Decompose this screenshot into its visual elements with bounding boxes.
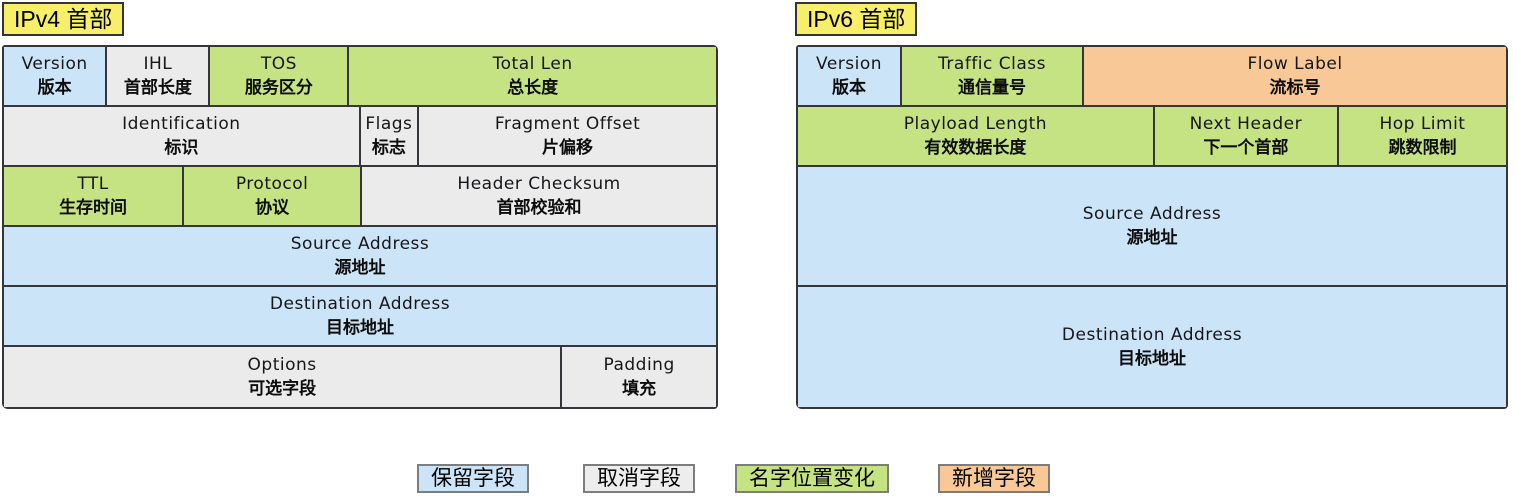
field-name-en: Source Address	[290, 234, 430, 254]
ipv4-cell-padding: Padding 填充	[562, 347, 716, 407]
ipv4-cell-version: Version 版本	[4, 47, 108, 107]
ipv6-cell-hop-limit: Hop Limit 跳数限制	[1338, 107, 1506, 167]
field-name-en: TTL	[77, 174, 109, 194]
field-name-en: Source Address	[1082, 204, 1222, 224]
ipv4-row-4: Source Address 源地址	[4, 227, 716, 287]
field-name-en: Protocol	[235, 174, 309, 194]
field-name-zh: 源地址	[334, 258, 386, 278]
legend-item-new-fields: 新增字段	[938, 464, 1050, 493]
ipv4-row-1: Version 版本 IHL 首部长度 TOS 服务区分 Total Len 总…	[4, 47, 716, 107]
field-name-en: Hop Limit	[1379, 114, 1466, 134]
field-name-en: Padding	[603, 355, 675, 375]
field-name-en: Identification	[122, 114, 241, 134]
field-name-en: Flow Label	[1247, 54, 1343, 74]
field-name-en: Traffic Class	[938, 54, 1047, 74]
field-name-en: TOS	[260, 54, 297, 74]
field-name-en: Options	[247, 355, 317, 375]
ipv4-row-6: Options 可选字段 Padding 填充	[4, 347, 716, 407]
ipv6-row-3: Source Address 源地址	[798, 167, 1506, 287]
field-name-en: Flags	[365, 114, 413, 134]
field-name-en: Playload Length	[903, 114, 1048, 134]
field-name-en: Version	[816, 54, 883, 74]
field-name-zh: 可选字段	[248, 379, 317, 399]
field-name-zh: 生存时间	[59, 198, 128, 218]
ipv4-cell-options: Options 可选字段	[4, 347, 563, 407]
field-name-en: Version	[21, 54, 88, 74]
ipv4-header-diagram: Version 版本 IHL 首部长度 TOS 服务区分 Total Len 总…	[2, 45, 718, 409]
field-name-zh: 首部长度	[123, 78, 192, 98]
ipv4-cell-destination-address: Destination Address 目标地址	[4, 287, 716, 347]
field-name-en: IHL	[143, 54, 173, 74]
legend-item-renamed-moved-fields: 名字位置变化	[735, 464, 889, 493]
field-name-zh: 版本	[37, 78, 72, 98]
ipv6-cell-source-address: Source Address 源地址	[798, 167, 1506, 287]
field-name-en: Destination Address	[269, 294, 451, 314]
field-name-zh: 下一个首部	[1203, 138, 1289, 158]
ipv4-row-5: Destination Address 目标地址	[4, 287, 716, 347]
ipv4-cell-total-len: Total Len 总长度	[349, 47, 716, 107]
ipv4-cell-header-checksum: Header Checksum 首部校验和	[362, 167, 716, 227]
field-name-zh: 总长度	[507, 78, 559, 98]
ipv4-cell-ttl: TTL 生存时间	[4, 167, 185, 227]
ipv4-cell-protocol: Protocol 协议	[184, 167, 363, 227]
field-name-zh: 首部校验和	[496, 198, 582, 218]
field-name-zh: 协议	[255, 198, 290, 218]
field-name-zh: 服务区分	[244, 78, 313, 98]
field-name-en: Destination Address	[1061, 325, 1243, 345]
field-name-zh: 填充	[622, 379, 657, 399]
field-name-zh: 目标地址	[1118, 349, 1186, 369]
ipv6-cell-flow-label: Flow Label 流标号	[1084, 47, 1506, 107]
field-name-en: Header Checksum	[457, 174, 621, 194]
field-name-zh: 标志	[371, 138, 406, 158]
ipv6-cell-destination-address: Destination Address 目标地址	[798, 287, 1506, 407]
field-name-zh: 流标号	[1269, 78, 1321, 98]
field-name-zh: 跳数限制	[1388, 138, 1457, 158]
field-name-zh: 有效数据长度	[924, 138, 1027, 158]
field-name-zh: 源地址	[1126, 228, 1178, 248]
ipv6-cell-traffic-class: Traffic Class 通信量号	[902, 47, 1085, 107]
ipv4-cell-flags: Flags 标志	[360, 107, 420, 167]
ipv4-row-2: Identification 标识 Flags 标志 Fragment Offs…	[4, 107, 716, 167]
legend-item-kept-fields: 保留字段	[417, 464, 529, 493]
ipv6-header-title: IPv6 首部	[795, 2, 918, 36]
field-name-en: Next Header	[1189, 114, 1303, 134]
field-name-en: Fragment Offset	[494, 114, 641, 134]
field-name-zh: 版本	[832, 78, 867, 98]
ipv4-cell-fragment-offset: Fragment Offset 片偏移	[419, 107, 716, 167]
ipv6-row-1: Version 版本 Traffic Class 通信量号 Flow Label…	[798, 47, 1506, 107]
ipv6-cell-version: Version 版本	[798, 47, 903, 107]
field-name-zh: 目标地址	[326, 318, 394, 338]
ipv4-cell-ihl: IHL 首部长度	[107, 47, 211, 107]
ipv6-row-2: Playload Length 有效数据长度 Next Header 下一个首部…	[798, 107, 1506, 167]
ipv6-cell-next-header: Next Header 下一个首部	[1154, 107, 1339, 167]
ipv4-cell-source-address: Source Address 源地址	[4, 227, 716, 287]
ipv4-header-title: IPv4 首部	[2, 2, 125, 36]
field-name-zh: 标识	[164, 138, 199, 158]
field-name-zh: 通信量号	[958, 78, 1027, 98]
ipv4-cell-tos: TOS 服务区分	[210, 47, 350, 107]
ipv6-row-4: Destination Address 目标地址	[798, 287, 1506, 407]
ipv6-header-diagram: Version 版本 Traffic Class 通信量号 Flow Label…	[796, 45, 1508, 409]
field-name-zh: 片偏移	[542, 138, 594, 158]
legend-item-removed-fields: 取消字段	[583, 464, 695, 493]
ipv6-cell-payload-length: Playload Length 有效数据长度	[798, 107, 1155, 167]
ipv4-row-3: TTL 生存时间 Protocol 协议 Header Checksum 首部校…	[4, 167, 716, 227]
field-name-en: Total Len	[492, 54, 573, 74]
ipv4-cell-identification: Identification 标识	[4, 107, 361, 167]
